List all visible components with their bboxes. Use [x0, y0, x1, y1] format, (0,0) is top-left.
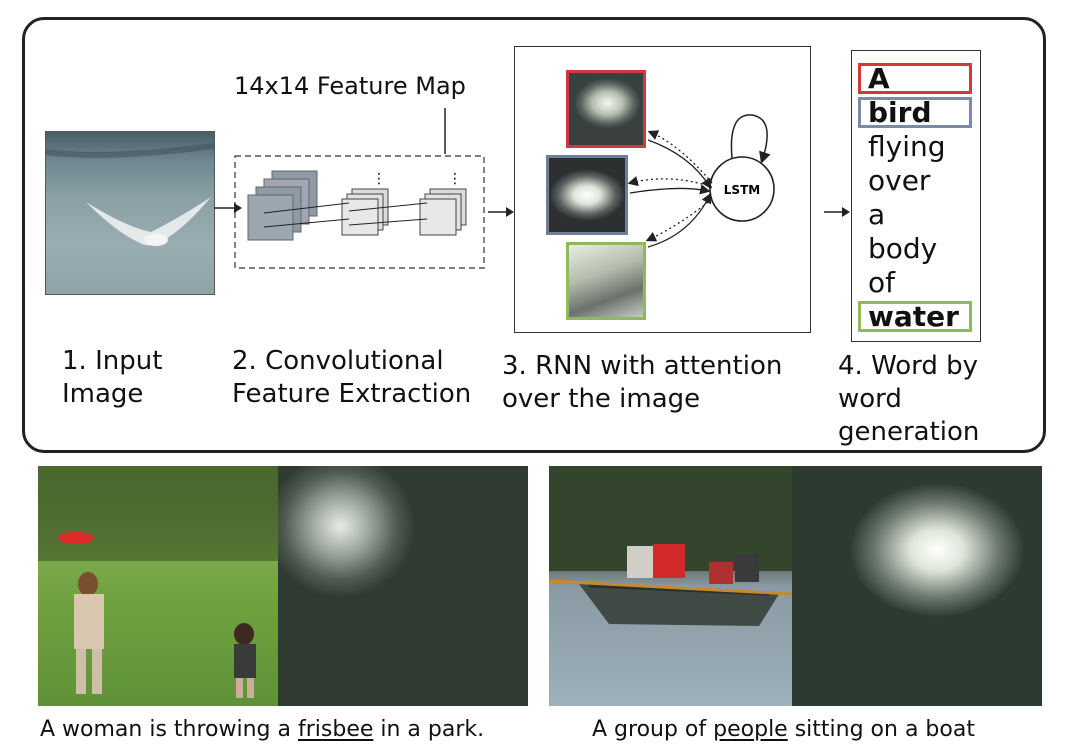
generated-word: a [868, 198, 886, 231]
frisbee-shape [58, 532, 94, 544]
attention-map-1 [566, 70, 646, 148]
bird-drawing [46, 143, 214, 246]
arrow-conv-to-rnn [488, 207, 514, 217]
attention-map-3 [566, 242, 646, 320]
pipeline-frame [22, 17, 1046, 453]
generated-word: A [868, 62, 890, 95]
example-2-attention [792, 466, 1042, 706]
generated-word: bird [868, 96, 932, 129]
example-1-scene [38, 466, 278, 698]
word-highlight-box [858, 63, 972, 94]
stage-label-word: 4. Word by word generation [838, 351, 980, 447]
generated-word: of [868, 266, 895, 299]
svg-text:⋮: ⋮ [372, 171, 386, 187]
example-2-highlight-word: people [713, 717, 788, 742]
attention-map-2 [546, 155, 628, 235]
word-highlight-box [858, 301, 972, 332]
word-highlight-box [858, 97, 972, 128]
arrow-input-to-conv [214, 203, 242, 213]
generated-word: over [868, 164, 931, 197]
example-2-photo [549, 466, 792, 706]
lstm-label: LSTM [724, 183, 760, 197]
input-image [45, 131, 215, 295]
example-1-caption: A woman is throwing a frisbee in a park. [40, 717, 485, 742]
generated-word: water [868, 300, 959, 333]
example-1-highlight-word: frisbee [297, 717, 374, 742]
stage-label-input: 1. Input Image [62, 346, 163, 409]
example-1-attention [278, 466, 528, 706]
svg-text:⋮: ⋮ [448, 171, 462, 187]
feature-map-label: 14x14 Feature Map [234, 72, 466, 100]
input-feature-stack [247, 170, 318, 241]
generated-word: body [868, 232, 938, 265]
example-2-caption: A group of people sitting on a boat [592, 717, 975, 742]
stage-label-conv: 2. Convolutional Feature Extraction [232, 346, 472, 409]
example-2-scene [549, 466, 792, 626]
conv-stack-3: ⋮ [419, 171, 467, 236]
generated-word: flying [868, 130, 946, 163]
rnn-attention-box [514, 46, 811, 333]
conv-feature-box: ⋮ ⋮ [234, 155, 485, 269]
arrow-rnn-to-words [824, 207, 850, 217]
lstm-diagram: LSTM [627, 114, 775, 248]
word-generation-box [851, 50, 981, 342]
example-1-photo [38, 466, 278, 706]
feature-map-leader [444, 108, 446, 154]
stage-label-rnn: 3. RNN with attention over the image [502, 351, 783, 414]
